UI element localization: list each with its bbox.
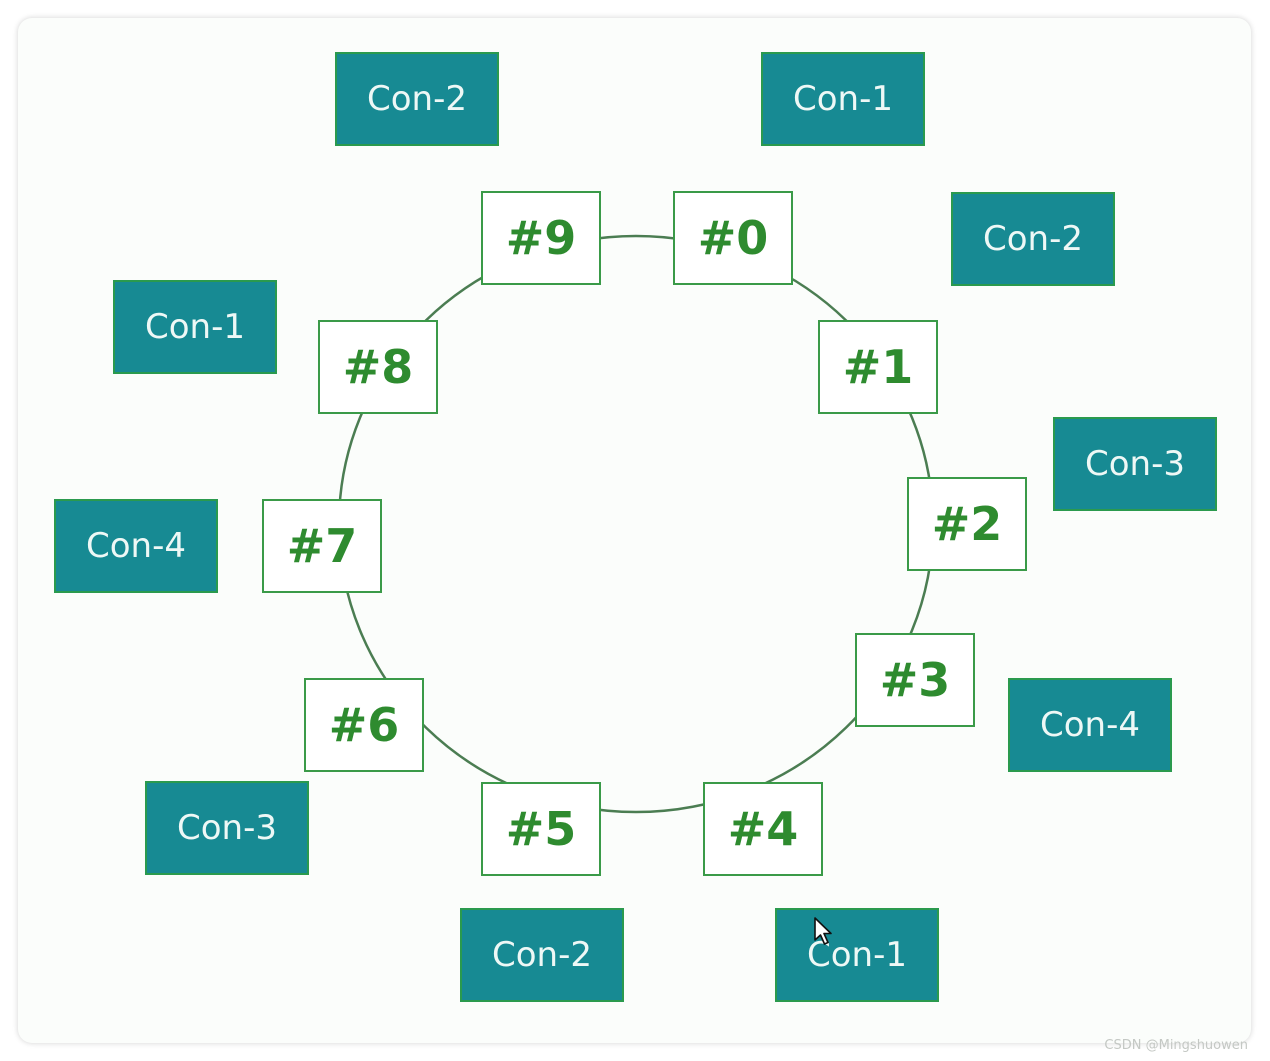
ring-node-9: #9 [481, 191, 601, 285]
consumer-label-node-1: Con-2 [951, 192, 1115, 286]
consumer-label-node-2: Con-3 [1053, 417, 1217, 511]
ring-node-4: #4 [703, 782, 823, 876]
consumer-label-node-4: Con-1 [775, 908, 939, 1002]
ring-node-3: #3 [855, 633, 975, 727]
ring-node-1: #1 [818, 320, 938, 414]
consumer-label-node-7: Con-4 [54, 499, 218, 593]
consumer-label-node-6: Con-3 [145, 781, 309, 875]
watermark: CSDN @Mingshuowen [1104, 1038, 1248, 1053]
ring-node-6: #6 [304, 678, 424, 772]
ring-node-5: #5 [481, 782, 601, 876]
ring-node-2: #2 [907, 477, 1027, 571]
consumer-label-node-0: Con-1 [761, 52, 925, 146]
consumer-label-node-8: Con-1 [113, 280, 277, 374]
ring-node-0: #0 [673, 191, 793, 285]
ring-node-7: #7 [262, 499, 382, 593]
consumer-label-node-3: Con-4 [1008, 678, 1172, 772]
consumer-label-node-5: Con-2 [460, 908, 624, 1002]
ring-node-8: #8 [318, 320, 438, 414]
mouse-cursor-icon [814, 917, 832, 945]
consumer-label-node-9: Con-2 [335, 52, 499, 146]
